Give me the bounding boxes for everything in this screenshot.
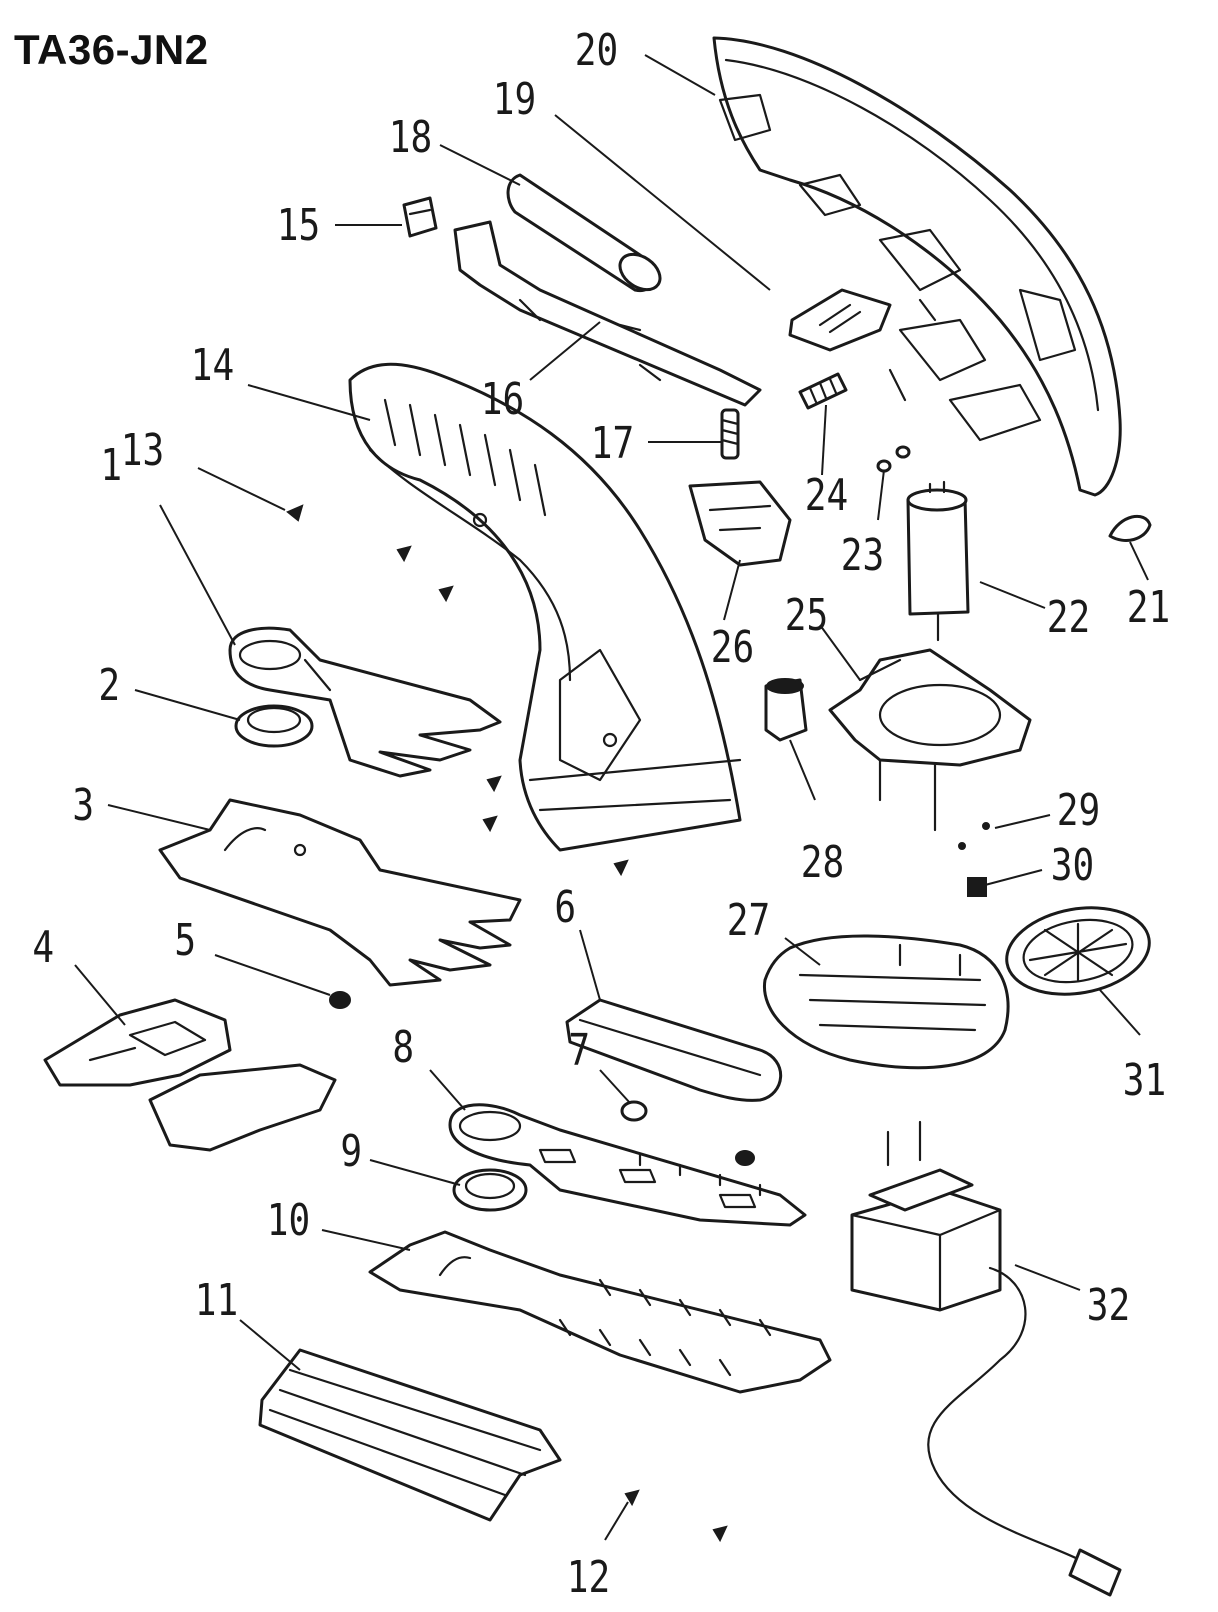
label-21: 21 xyxy=(1127,583,1170,633)
part-12-screws xyxy=(624,1489,728,1543)
label-15: 15 xyxy=(277,201,320,251)
part-15-clip xyxy=(402,196,438,238)
label-10: 10 xyxy=(267,1196,310,1246)
label-31: 31 xyxy=(1123,1056,1166,1106)
label-12: 12 xyxy=(567,1553,610,1603)
label-3: 3 xyxy=(72,781,94,831)
part-5-nut xyxy=(329,991,351,1009)
label-20: 20 xyxy=(575,26,618,76)
label-23: 23 xyxy=(841,531,884,581)
part-18-battery xyxy=(506,173,662,293)
label-11: 11 xyxy=(195,1276,238,1326)
label-7: 7 xyxy=(568,1026,590,1076)
part-2-ring xyxy=(234,704,314,748)
part-25-gearbox-housing xyxy=(828,648,1032,832)
part-10-grass-blade xyxy=(368,1230,832,1394)
label-18: 18 xyxy=(389,113,432,163)
label-5: 5 xyxy=(174,916,196,966)
part-4-blade-cover xyxy=(43,998,337,1152)
label-8: 8 xyxy=(392,1023,414,1073)
label-28: 28 xyxy=(801,838,844,888)
label-27: 27 xyxy=(727,896,770,946)
part-28-pinion-gear xyxy=(764,678,808,742)
part-21-end-cap xyxy=(1108,515,1152,542)
part-30-nut xyxy=(967,877,987,897)
part-24-spring xyxy=(798,372,848,410)
part-1-blade-guide xyxy=(228,626,502,778)
part-20-upper-housing xyxy=(712,36,1122,497)
label-9: 9 xyxy=(340,1127,362,1177)
part-7-washer xyxy=(620,1100,648,1122)
part-14-handle-housing xyxy=(348,362,742,852)
leader-lines xyxy=(74,54,1149,1541)
part-11-blade-guard xyxy=(258,1348,562,1522)
part-19-switch-button xyxy=(788,288,892,352)
label-16: 16 xyxy=(481,375,524,425)
part-8-grass-blade-holder xyxy=(448,1103,807,1227)
part-27-bottom-cover xyxy=(762,934,1010,1070)
label-6: 6 xyxy=(554,883,576,933)
label-24: 24 xyxy=(805,471,848,521)
label-19: 19 xyxy=(493,75,536,125)
part-17-spring xyxy=(720,408,740,460)
part-26-switch-slider xyxy=(688,480,792,567)
part-22-motor xyxy=(906,480,970,642)
part-31-gear xyxy=(1005,906,1151,996)
label-22: 22 xyxy=(1047,593,1090,643)
label-29: 29 xyxy=(1057,786,1100,836)
part-32-charger xyxy=(850,1120,1122,1597)
part-29-pin xyxy=(958,822,990,850)
label-14: 14 xyxy=(191,341,234,391)
label-1: 1 xyxy=(100,441,122,491)
part-9-ring xyxy=(452,1168,528,1212)
label-13: 13 xyxy=(121,426,164,476)
part-6-blade-sheath xyxy=(565,998,783,1102)
label-25: 25 xyxy=(785,591,828,641)
part-number-labels: 1 2 3 4 5 6 7 8 9 10 11 12 13 14 15 16 1… xyxy=(32,26,1170,1603)
part-23-contacts xyxy=(876,445,911,473)
label-2: 2 xyxy=(98,661,120,711)
part-13-screws xyxy=(286,504,629,877)
label-30: 30 xyxy=(1051,841,1094,891)
label-32: 32 xyxy=(1087,1281,1130,1331)
part-16-battery-holder xyxy=(453,220,762,407)
label-17: 17 xyxy=(591,419,634,469)
part-3-shrub-blade xyxy=(158,798,522,987)
label-4: 4 xyxy=(32,923,54,973)
model-title: TA36-JN2 xyxy=(14,26,209,73)
label-26: 26 xyxy=(711,623,754,673)
